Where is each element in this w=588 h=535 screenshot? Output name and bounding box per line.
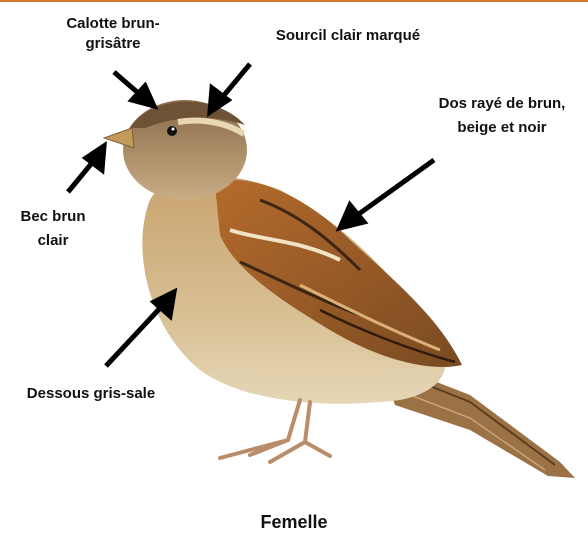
label-bec-line-2: clair (8, 229, 98, 253)
label-dos-line-1: Dos rayé de brun, (418, 92, 586, 116)
label-dos: Dos rayé de brun, beige et noir (418, 92, 586, 140)
bird-beak (104, 128, 134, 148)
label-sourcil: Sourcil clair marqué (248, 26, 448, 46)
label-calotte: Calotte brun- grisâtre (38, 14, 188, 54)
label-dos-line-2: beige et noir (418, 116, 586, 140)
label-bec: Bec brun clair (8, 205, 98, 253)
bird-legs (220, 400, 330, 462)
bird-eye (167, 126, 177, 136)
caption: Femelle (0, 512, 588, 532)
label-dessous: Dessous gris-sale (6, 384, 176, 404)
label-bec-line-1: Bec brun (8, 205, 98, 229)
label-calotte-line-1: Calotte brun- (38, 14, 188, 34)
label-calotte-line-2: grisâtre (38, 34, 188, 54)
